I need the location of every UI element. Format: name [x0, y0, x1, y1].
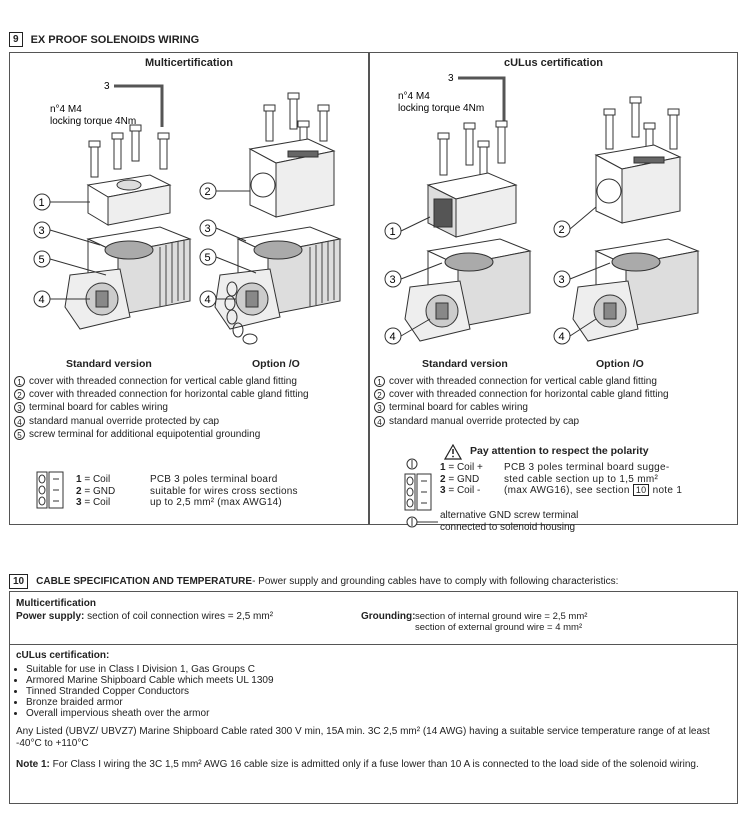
terminal-board-icon	[36, 471, 64, 509]
svg-text:4: 4	[559, 331, 565, 343]
culus-requirements-list: Suitable for use in Class I Division 1, …	[14, 664, 274, 719]
terminal-row: 3 = Coil	[76, 497, 111, 508]
section-title: EX PROOF SOLENOIDS WIRING	[30, 33, 200, 46]
caption-standard-version: Standard version	[422, 358, 508, 370]
caption-standard-version: Standard version	[66, 358, 152, 370]
grounding-values: section of internal ground wire = 2,5 mm…	[415, 611, 588, 633]
cable-spec-box: Multicertification Power supply: section…	[9, 591, 738, 804]
section-number: 10	[9, 574, 29, 589]
list-item: Overall impervious sheath over the armor	[26, 708, 274, 719]
polarity-warning: Pay attention to respect the polarity	[470, 445, 649, 457]
legend-text: terminal board for cables wiring	[29, 402, 168, 414]
power-supply-spec: Power supply: section of coil connection…	[16, 611, 274, 622]
legend-text: screw terminal for additional equipotent…	[29, 428, 261, 440]
callout-3: 3	[205, 223, 211, 235]
svg-text:2: 2	[559, 224, 565, 236]
callout-2: 2	[205, 186, 211, 198]
legend-item: 4 standard manual override protected by c…	[14, 415, 309, 428]
grounding-spec: Grounding:	[361, 611, 416, 622]
solenoid-illustration-multicert: 3 n°4 M4 locking torque 4Nm	[33, 81, 342, 345]
legend-item: 3 terminal board for cables wiring	[14, 401, 309, 414]
culus-title: cULus certification:	[16, 650, 110, 661]
legend-text: cover with threaded connection for verti…	[389, 376, 657, 387]
multicert-title: Multicertification	[16, 598, 97, 609]
callout-5: 5	[39, 254, 45, 266]
listed-cable-text: Any Listed (UBVZ/ UBVZ7) Marine Shipboar…	[16, 726, 710, 749]
section-10-header: 10 CABLE SPECIFICATION AND TEMPERATURE -…	[9, 574, 618, 589]
list-item: Suitable for use in Class I Division 1, …	[26, 664, 274, 675]
legend-number: 3	[374, 402, 385, 414]
screw-note-line2: locking torque 4Nm	[50, 116, 136, 127]
svg-text:3: 3	[390, 274, 396, 286]
legend-number: 2	[14, 389, 25, 401]
legend-number: 4	[14, 415, 25, 427]
terminal-row: 3 = Coil -	[440, 485, 481, 496]
legend-item: 2 cover with threaded connection for hori…	[374, 388, 669, 401]
legend-text: standard manual override protected by ca…	[29, 415, 220, 427]
callout-4: 4	[205, 294, 211, 306]
callout-1: 1	[39, 197, 45, 209]
terminal-description: PCB 3 poles terminal board sugge- sted c…	[504, 462, 683, 496]
legend-number: 5	[14, 428, 25, 440]
svg-text:1: 1	[390, 226, 396, 238]
section-description: - Power supply and grounding cables have…	[252, 576, 619, 587]
warning-icon	[444, 444, 462, 460]
legend-item: 2 cover with threaded connection for hori…	[14, 388, 309, 401]
callout-3: 3	[39, 225, 45, 237]
legend-item: 5 screw terminal for additional equipoten…	[14, 428, 309, 441]
list-item: Tinned Stranded Copper Conductors	[26, 686, 274, 697]
svg-text:4: 4	[390, 331, 396, 343]
screw-callout-number: 3	[448, 73, 454, 84]
terminal-legend: 1 = Coil + 2 = GND 3 = Coil -	[440, 462, 483, 497]
list-item: Bronze braided armor	[26, 697, 274, 708]
screw-note-line2: locking torque 4Nm	[398, 103, 484, 114]
legend-number: 4	[374, 415, 385, 427]
legend-text: terminal board for cables wiring	[389, 402, 528, 414]
panel-title: Multicertification	[144, 57, 233, 69]
section-title: CABLE SPECIFICATION AND TEMPERATURE	[36, 576, 253, 587]
terminal-row: 1 = Coil	[76, 474, 111, 485]
screw-callout-number: 3	[104, 81, 110, 92]
caption-option-o: Option /O	[596, 358, 644, 370]
note-1: Note 1: For Class I wiring the 3C 1,5 mm…	[16, 759, 699, 770]
legend-number: 1	[14, 376, 25, 387]
legend-number: 3	[14, 402, 25, 414]
panel-culus-certification: cULus certification 3 n°4 M4 locking tor…	[369, 52, 738, 533]
gnd-terminal-note: alternative GND screw terminal connected…	[440, 510, 579, 533]
callout-4: 4	[39, 294, 45, 306]
legend-text: cover with threaded connection for verti…	[29, 376, 297, 387]
list-item: Armored Marine Shipboard Cable which mee…	[26, 675, 274, 686]
legend-text: cover with threaded connection for horiz…	[389, 389, 669, 401]
legend-item: 3 terminal board for cables wiring	[374, 401, 669, 414]
terminal-description: PCB 3 poles terminal board suitable for …	[150, 474, 298, 508]
section-number: 9	[9, 32, 23, 47]
legend-item: 1 cover with threaded connection for vert…	[14, 375, 309, 388]
section-ref-box: 10	[632, 484, 650, 496]
legend-list: 1 cover with threaded connection for vert…	[14, 375, 309, 441]
legend-number: 2	[374, 389, 385, 401]
legend-item: 4 standard manual override protected by c…	[374, 415, 669, 428]
legend-list: 1 cover with threaded connection for vert…	[374, 375, 669, 428]
screw-note-line1: n°4 M4	[398, 91, 430, 102]
multicert-row: Multicertification Power supply: section…	[10, 592, 737, 645]
legend-item: 1 cover with threaded connection for vert…	[374, 375, 669, 388]
svg-text:3: 3	[559, 274, 565, 286]
legend-text: standard manual override protected by ca…	[389, 415, 580, 427]
terminal-legend: 1 = Coil 2 = GND 3 = Coil	[76, 474, 115, 509]
terminal-row: 2 = GND	[440, 473, 480, 485]
legend-number: 1	[374, 376, 385, 387]
terminal-row: 2 = GND	[76, 485, 116, 497]
caption-option-o: Option /O	[252, 358, 300, 370]
panel-multicertification: Multicertification 3 n°4 M4 locking torq…	[9, 52, 369, 525]
legend-text: cover with threaded connection for horiz…	[29, 389, 309, 401]
callout-5: 5	[205, 252, 211, 264]
solenoid-illustration-culus: 3 n°4 M4 locking torque 4Nm	[384, 73, 700, 345]
panel-title: cULus certification	[503, 57, 604, 69]
screw-note-line1: n°4 M4	[50, 104, 82, 115]
terminal-board-icon	[404, 458, 438, 528]
terminal-row: 1 = Coil +	[440, 462, 483, 473]
section-9-header: 9 EX PROOF SOLENOIDS WIRING	[9, 32, 199, 47]
